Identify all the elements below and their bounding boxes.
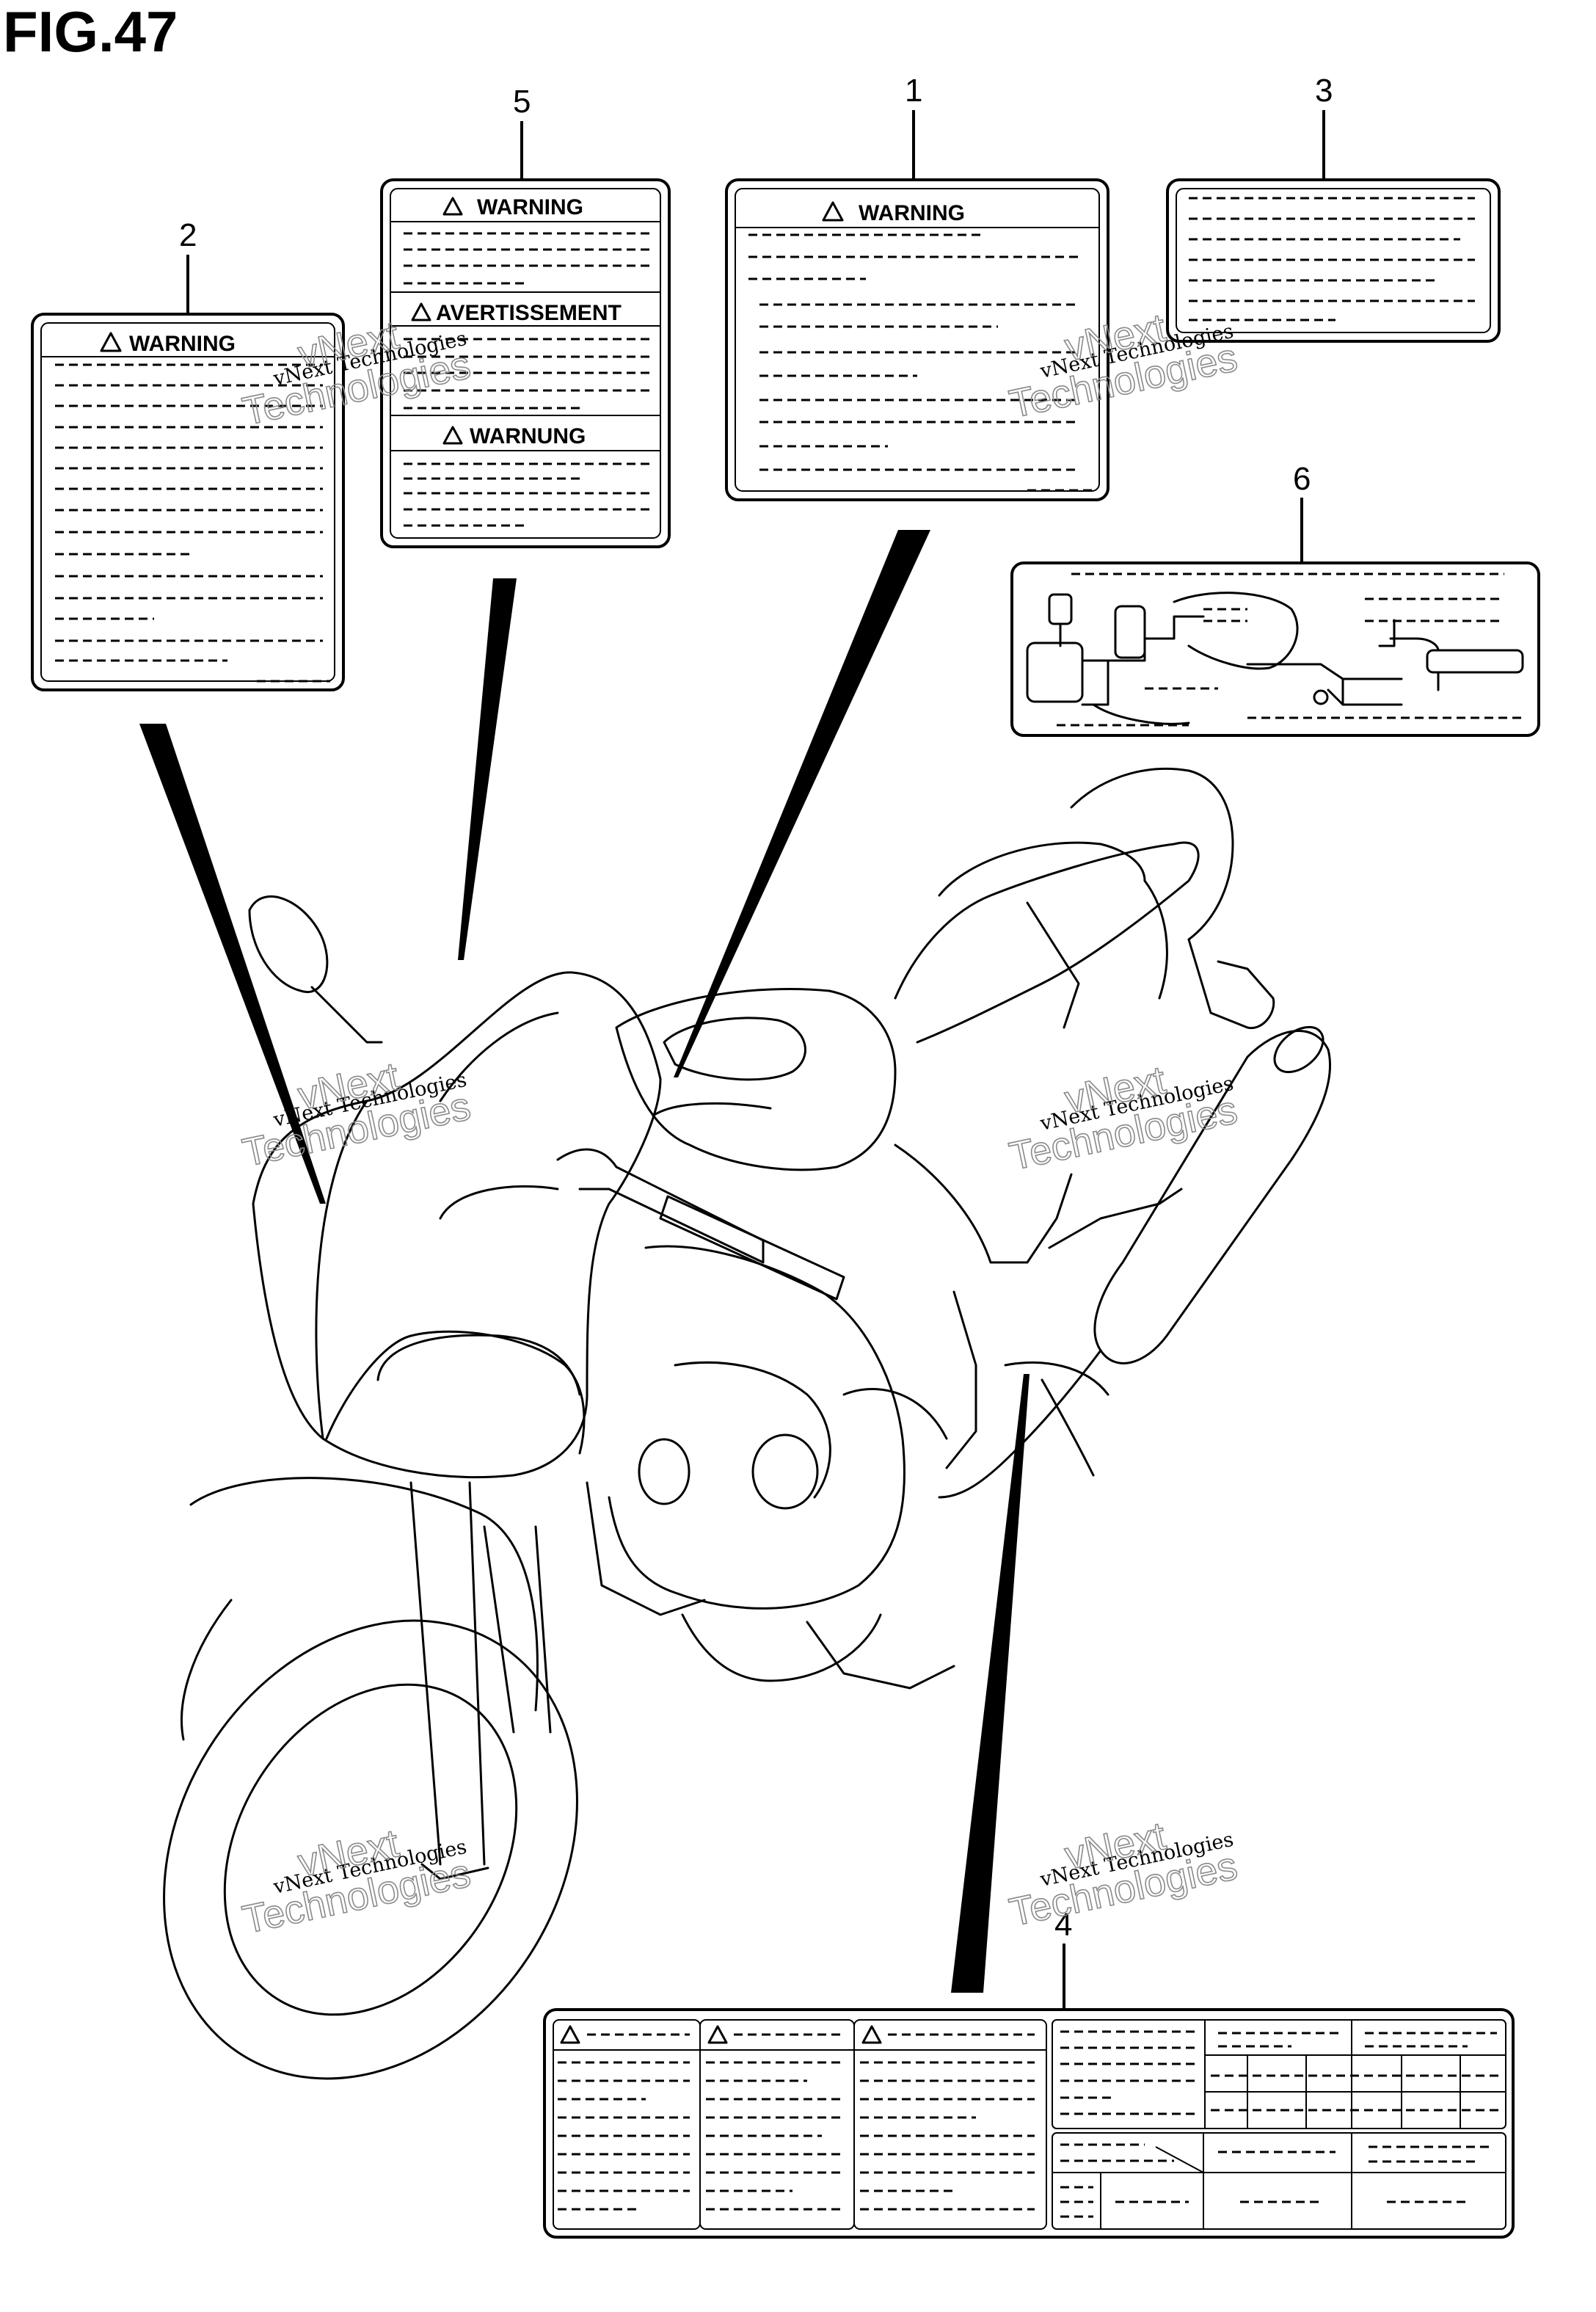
warning-triangle-icon: [861, 2025, 882, 2044]
callout-number-6: 6: [1293, 461, 1311, 497]
engine: [608, 1245, 906, 1610]
callout-number-5: 5: [513, 84, 531, 120]
pointer-wedges: [139, 530, 1030, 1993]
fuel-tank: [615, 987, 897, 1171]
callout-1[interactable]: 1: [905, 73, 922, 180]
label-5-heading-fr: AVERTISSEMENT: [436, 301, 622, 325]
label-5-heading-de: WARNUNG: [470, 424, 586, 448]
info-label-3[interactable]: [1166, 178, 1501, 343]
tail-section: [1070, 768, 1234, 941]
watermark: vNext Technologies vNext Technologies: [238, 313, 475, 435]
callout-number-2: 2: [179, 217, 197, 253]
label-5-heading-en: WARNING: [477, 195, 583, 219]
figure-title: FIG.47: [3, 0, 178, 64]
warning-label-1[interactable]: WARNING: [725, 178, 1109, 501]
watermark: vNext Technologies vNext Technologies: [1005, 1058, 1242, 1179]
callout-number-4: 4: [1054, 1907, 1072, 1943]
muffler: [1093, 1030, 1332, 1364]
label-2-heading: WARNING: [129, 332, 236, 356]
warning-label-5[interactable]: WARNING AVERTISSEMENT WARNUNG: [380, 178, 671, 548]
callout-number-1: 1: [905, 73, 922, 109]
callout-6[interactable]: 6: [1293, 461, 1311, 563]
warning-triangle-icon: [560, 2025, 580, 2044]
warning-triangle-icon: [442, 197, 463, 216]
warning-triangle-icon: [707, 2025, 728, 2044]
warning-triangle-icon: [411, 302, 431, 321]
pointer-label-1: [674, 530, 930, 1077]
pointer-label-2: [139, 724, 326, 1204]
mirror: [248, 895, 329, 994]
warning-label-2[interactable]: WARNING: [31, 313, 345, 691]
warning-triangle-icon: [442, 426, 463, 445]
label-1-heading: WARNING: [859, 201, 965, 225]
watermark: vNext Technologies vNext Technologies: [1005, 1814, 1242, 1935]
multi-label-4[interactable]: [543, 2008, 1515, 2239]
callout-2[interactable]: 2: [179, 217, 197, 314]
headlight: [376, 1334, 581, 1396]
front-wheel: [163, 1619, 578, 2080]
callout-5[interactable]: 5: [513, 84, 531, 180]
front-fairing: [252, 971, 662, 1479]
pointer-label-5: [458, 578, 517, 960]
callout-3[interactable]: 3: [1315, 73, 1333, 180]
seat: [894, 841, 1200, 1044]
warning-triangle-icon: [100, 332, 122, 352]
warning-triangle-icon: [822, 201, 844, 222]
schematic-label-6[interactable]: [1010, 561, 1540, 737]
watermark: vNext Technologies vNext Technologies: [238, 1821, 475, 1943]
pointer-label-4: [951, 1374, 1030, 1993]
motorcycle-illustration: [163, 768, 1332, 2080]
callout-4[interactable]: 4: [1054, 1907, 1072, 2010]
callout-number-3: 3: [1315, 73, 1333, 109]
